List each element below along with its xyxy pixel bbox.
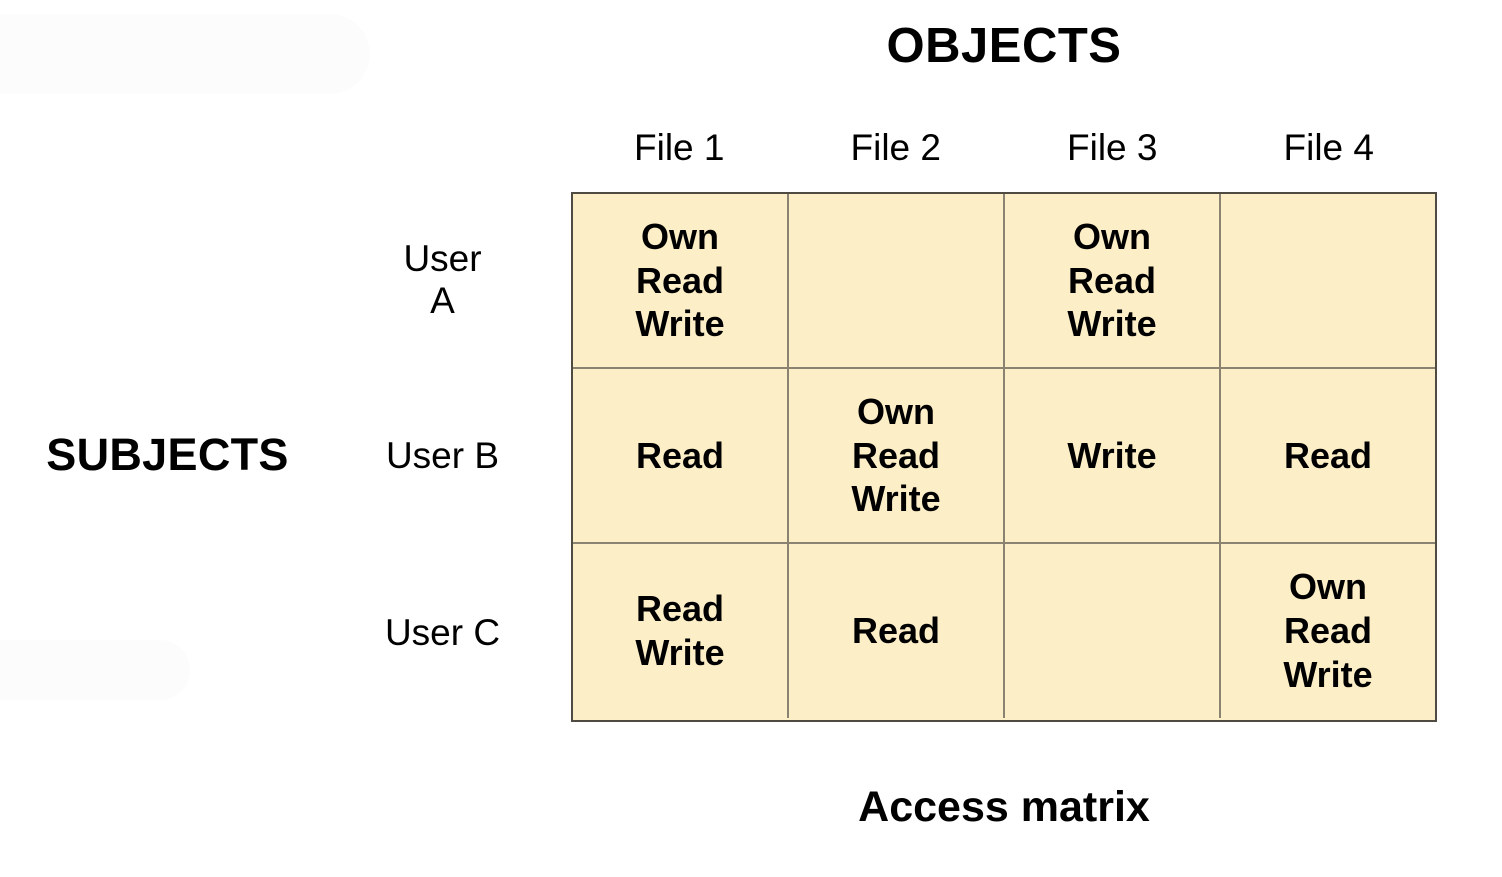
cell-user-b-file-1: Read <box>573 369 787 542</box>
cell-user-b-file-4: Read <box>1219 369 1435 542</box>
cell-user-b-file-2: Own Read Write <box>787 369 1003 542</box>
cell-user-a-file-2 <box>787 194 1003 367</box>
cell-user-c-file-4: Own Read Write <box>1219 544 1435 718</box>
cell-user-a-file-1: Own Read Write <box>573 194 787 367</box>
row-header-user-b: User B <box>385 434 500 476</box>
column-header-file-3: File 3 <box>1067 127 1158 168</box>
cell-user-a-file-4 <box>1219 194 1435 367</box>
figure-caption: Access matrix <box>858 783 1150 831</box>
cell-user-c-file-3 <box>1003 544 1219 718</box>
column-header-row: File 1 File 2 File 3 File 4 <box>571 122 1437 174</box>
cell-user-a-file-3: Own Read Write <box>1003 194 1219 367</box>
background-artifact-top <box>0 14 370 94</box>
cell-user-b-file-3: Write <box>1003 369 1219 542</box>
row-header-user-c: User C <box>384 612 501 654</box>
column-header-file-2: File 2 <box>850 127 941 168</box>
background-artifact-bottom <box>0 640 190 700</box>
column-header-file-4: File 4 <box>1283 127 1374 168</box>
table-row: Read Own Read Write Write Read <box>573 367 1435 544</box>
objects-axis-title: OBJECTS <box>886 19 1122 73</box>
table-row: Own Read Write Own Read Write <box>573 194 1435 367</box>
cell-user-c-file-1: Read Write <box>573 544 787 718</box>
row-header-user-a: User A <box>403 238 482 321</box>
column-header-file-1: File 1 <box>634 127 725 168</box>
subjects-axis-title: SUBJECTS <box>46 429 289 480</box>
row-header-column: User A User B User C <box>330 192 555 722</box>
table-row: Read Write Read Own Read Write <box>573 544 1435 718</box>
cell-user-c-file-2: Read <box>787 544 1003 718</box>
access-matrix-table: Own Read Write Own Read Write Read Own R… <box>571 192 1437 722</box>
